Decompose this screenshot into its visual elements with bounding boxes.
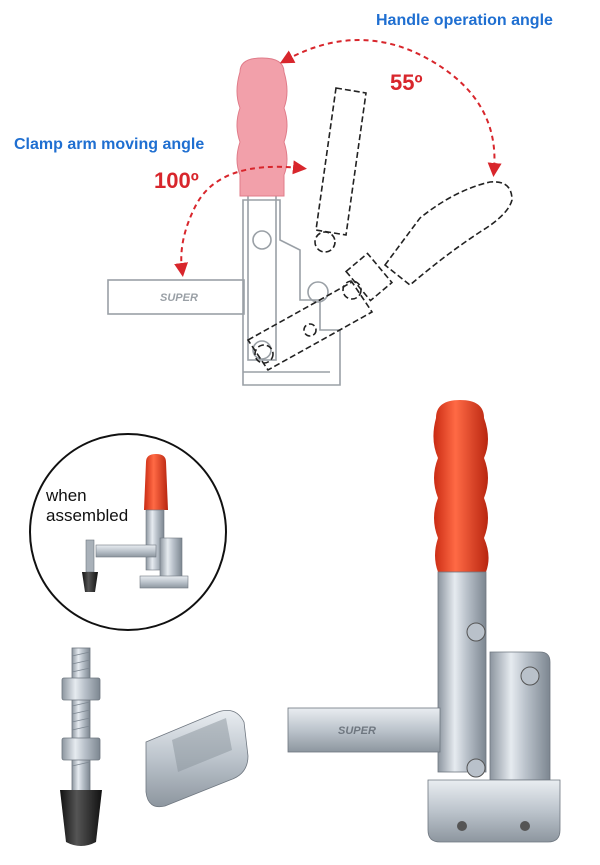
clamp-arm-moving-angle-label: Clamp arm moving angle bbox=[14, 136, 205, 153]
handle-dashed-open bbox=[344, 181, 513, 302]
main-product-clamp: SUPER bbox=[287, 400, 561, 843]
arm-bracket-piece bbox=[145, 709, 249, 808]
when-text: when bbox=[46, 486, 87, 505]
arm-brand-text: SUPER bbox=[160, 292, 198, 304]
handle-operation-angle-label: Handle operation angle bbox=[376, 12, 553, 29]
arm-angle-value: 100º bbox=[154, 168, 199, 193]
handle-angle-arc bbox=[279, 39, 502, 177]
handle-bar-upright bbox=[247, 194, 329, 361]
arm-angle-arc bbox=[174, 160, 307, 277]
assembled-text: assembled bbox=[46, 506, 129, 525]
inset-assembled-clamp bbox=[82, 454, 189, 592]
assembled-inset-circle bbox=[29, 433, 227, 631]
clamp-arm-dashed bbox=[246, 280, 374, 372]
handle-angle-value: 55º bbox=[390, 70, 423, 95]
product-arm-brand-text: SUPER bbox=[338, 725, 376, 737]
spindle-bolt bbox=[60, 647, 102, 846]
handle-dashed-mid bbox=[314, 87, 367, 253]
handle-grip-pink bbox=[236, 57, 288, 197]
clamp-arm-outline bbox=[107, 279, 245, 315]
